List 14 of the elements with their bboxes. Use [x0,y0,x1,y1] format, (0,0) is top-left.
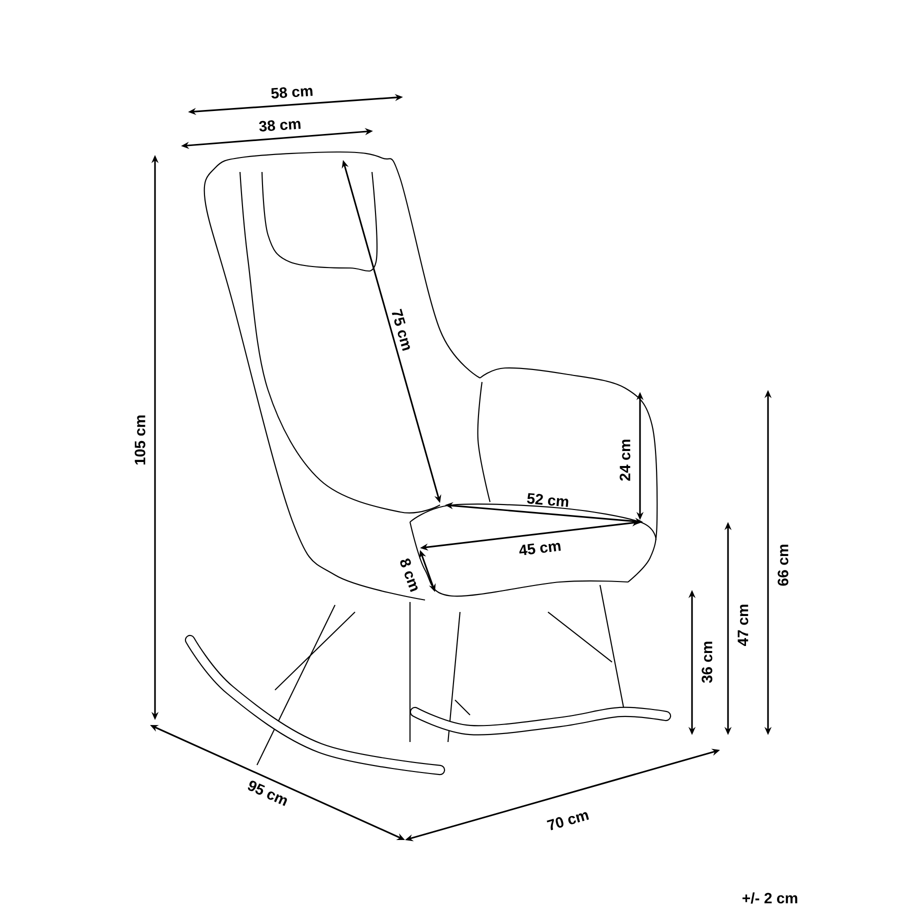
dimension-label: 58 cm [271,87,313,98]
dimension-label: 24 cm [620,440,630,481]
dimension-label: 70 cm [546,812,589,830]
dimension-label: 52 cm [527,493,568,507]
dimension-label: 95 cm [248,780,287,806]
dimension-label: 75 cm [392,308,410,351]
dimension-label: 47 cm [738,604,748,646]
tolerance-note: +/- 2 cm [742,892,798,904]
dimension-label: 8 cm [400,558,418,592]
dimension-label: 36 cm [702,642,712,683]
dimension-label: 45 cm [519,542,561,556]
dimension-label: 105 cm [134,416,146,464]
dimension-label: 66 cm [778,544,788,586]
dimension-label: 38 cm [259,120,301,132]
